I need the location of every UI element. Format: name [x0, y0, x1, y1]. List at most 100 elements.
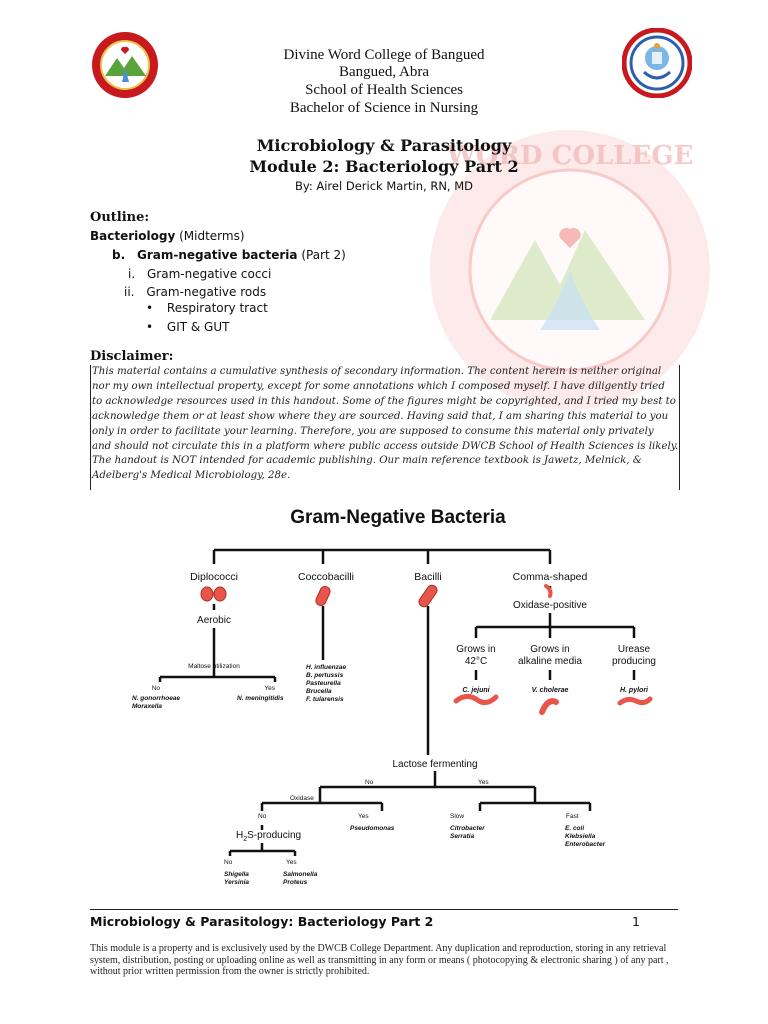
page-number: 1 [632, 914, 640, 929]
disclaimer-line: acknowledge them or at least show where … [92, 410, 669, 422]
fast-item: Klebsiella [565, 833, 596, 840]
v-cholerae-icon [539, 698, 559, 715]
school-name: School of Health Sciences [305, 82, 463, 98]
maltose-label: Maltose utilization [188, 663, 240, 670]
oxidase-no: No [258, 813, 267, 820]
footer-title: Microbiology & Parasitology: Bacteriolog… [90, 914, 434, 929]
course-title: Microbiology & Parasitology [256, 136, 512, 155]
h2s-no: No [224, 859, 233, 866]
n-gonorrhoeae: N. gonorrhoeae [132, 695, 180, 702]
outline-bullet-1-label: Respiratory tract [166, 301, 268, 315]
nursing-seal-logo [622, 28, 692, 98]
urease-line2: producing [612, 656, 656, 667]
outline-item-ii-marker: ii. [124, 285, 135, 299]
watermark-seal: WORD COLLEGE [430, 130, 710, 410]
comma-shaped-label: Comma-shaped [513, 571, 588, 583]
slow-label: Slow [450, 813, 464, 820]
aerobic-label: Aerobic [197, 615, 231, 626]
copyright-notice: This module is a property and is exclusi… [90, 943, 690, 978]
coccobacilli-item: B. pertussis [306, 672, 344, 679]
coccobacilli-label: Coccobacilli [298, 571, 354, 583]
outline-section-name: Bacteriology [90, 229, 176, 243]
copyright-line: system, distribution, posting or uploadi… [90, 954, 669, 966]
coccobacilli-item: H. influenzae [306, 664, 346, 671]
moraxella: Moraxella [132, 703, 162, 710]
grows-42-line2: 42°C [465, 656, 487, 667]
n-meningitidis: N. meningitidis [237, 695, 284, 702]
diplococci-label: Diplococci [190, 571, 238, 583]
program-name: Bachelor of Science in Nursing [289, 100, 479, 116]
h2s-no-item: Shigella [224, 871, 249, 878]
outline-item-i: i. Gram-negative cocci [128, 267, 271, 281]
disclaimer-box [90, 365, 680, 490]
college-name: Divine Word College of Bangued [283, 47, 485, 63]
coccobacilli-icon [315, 585, 331, 607]
gram-negative-flowchart: Gram-Negative Bacteria [90, 500, 706, 900]
outline-sub-b: b. Gram-negative bacteria (Part 2) [112, 248, 346, 262]
outline-sub-b-marker: b. [112, 248, 126, 262]
bullet-icon: • [146, 320, 154, 334]
lactose-label: Lactose fermenting [392, 759, 477, 770]
fast-label: Fast [566, 813, 579, 820]
h-pylori-label: H. pylori [620, 687, 649, 694]
fast-item: E. coli [565, 825, 584, 832]
grows-alk-line2: alkaline media [518, 656, 582, 667]
bacilli-label: Bacilli [414, 571, 441, 583]
outline-section: Bacteriology (Midterms) [90, 229, 245, 243]
coccobacilli-item: Pasteurella [306, 680, 341, 687]
oxidase-positive-label: Oxidase-positive [513, 600, 587, 611]
coccobacilli-item: F. tularensis [306, 696, 344, 703]
outline-item-i-label: Gram-negative cocci [146, 267, 272, 281]
outline-item-ii-label: Gram-negative rods [146, 285, 267, 299]
disclaimer-line: This material contains a cumulative synt… [92, 366, 662, 377]
disclaimer-line: to acknowledge resources used in this ha… [92, 395, 676, 407]
h2s-label: H2S-producing [236, 830, 301, 843]
lactose-no: No [365, 779, 374, 786]
disclaimer-text: This material contains a cumulative synt… [92, 365, 682, 484]
oxidase-yes: Yes [358, 813, 369, 820]
h2s-yes-item: Proteus [283, 879, 308, 886]
module-title: Module 2: Bacteriology Part 2 [249, 157, 519, 176]
pseudomonas-label: Pseudomonas [350, 825, 395, 832]
disclaimer-line: and should not circulate this in a platf… [92, 440, 679, 452]
college-location: Bangued, Abra [339, 64, 429, 80]
h2s-no-item: Yersinia [224, 879, 249, 886]
h-pylori-icon [617, 696, 653, 706]
bullet-icon: • [146, 301, 154, 315]
coccobacilli-item: Brucella [306, 688, 332, 695]
outline-heading: Outline: [90, 210, 150, 225]
disclaimer-line: The handout is NOT intended for academic… [92, 455, 642, 467]
lactose-yes: Yes [478, 779, 489, 786]
author-byline: By: Airel Derick Martin, RN, MD [294, 179, 474, 193]
comma-icon [544, 584, 553, 598]
v-cholerae-label: V. cholerae [532, 687, 569, 694]
grows-alk-line1: Grows in [530, 644, 569, 655]
college-seal-logo [92, 32, 158, 98]
bacillus-icon [418, 584, 438, 608]
c-jejuni-label: C. jejuni [462, 687, 490, 694]
disclaimer-line: nor my own intellectual property, except… [92, 380, 665, 392]
figure-title: Gram-Negative Bacteria [290, 507, 506, 528]
copyright-line: This module is a property and is exclusi… [90, 943, 667, 954]
c-jejuni-icon [453, 693, 499, 705]
urease-line1: Urease [618, 644, 651, 655]
outline-bullet-2: • GIT & GUT [146, 320, 229, 334]
svg-text:WORD COLLEGE: WORD COLLEGE [446, 141, 694, 171]
diplococci-icon [200, 586, 214, 602]
oxidase-label: Oxidase [290, 795, 314, 802]
fast-item: Enterobacter [565, 841, 606, 848]
outline-section-paren: (Midterms) [175, 229, 245, 243]
outline-item-i-marker: i. [128, 267, 136, 281]
outline-item-ii: ii. Gram-negative rods [124, 285, 266, 299]
maltose-no: No [152, 685, 161, 692]
disclaimer-heading: Disclaimer: [90, 349, 174, 364]
disclaimer-line: Adelberg's Medical Microbiology, 28e. [92, 470, 291, 482]
maltose-yes: Yes [264, 685, 275, 692]
outline-sub-b-paren: (Part 2) [297, 248, 346, 262]
h2s-yes: Yes [286, 859, 297, 866]
outline-bullet-1: • Respiratory tract [146, 301, 268, 315]
copyright-line: without prior written permission from th… [90, 966, 370, 977]
h2s-yes-item: Salmonella [283, 871, 318, 878]
outline-sub-b-label: Gram-negative bacteria [136, 248, 298, 262]
disclaimer-line: only in order to facilitate your learnin… [92, 425, 654, 437]
